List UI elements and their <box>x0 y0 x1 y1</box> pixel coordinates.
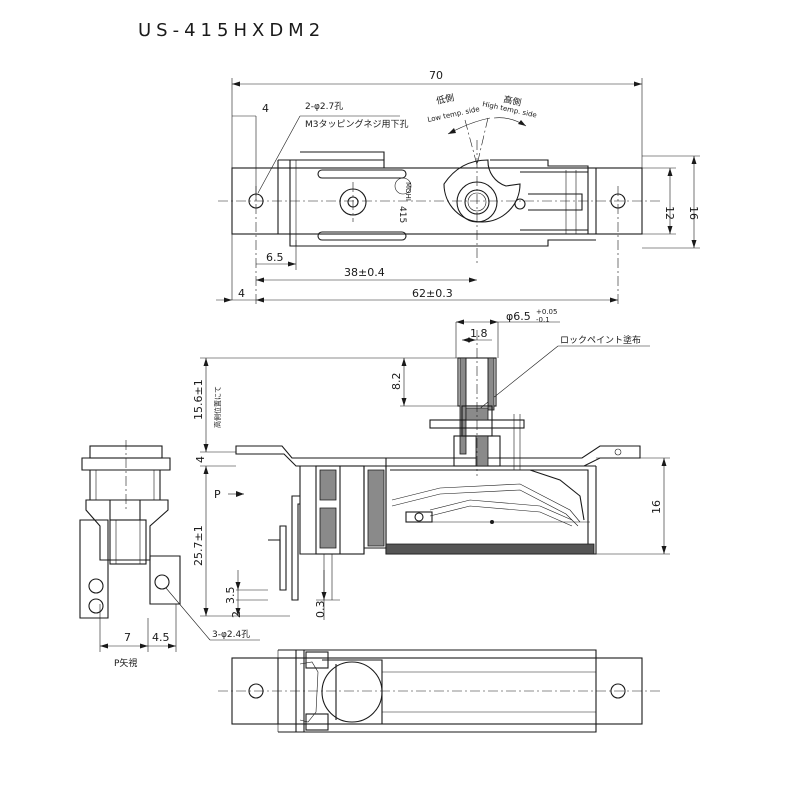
contact <box>405 511 433 523</box>
dim-shaft-diameter: φ6.5 <box>506 310 531 323</box>
p-view-left-terminal <box>79 519 109 619</box>
bottom-view <box>218 649 660 733</box>
dim-2: 2 <box>230 611 243 618</box>
dim-shaft-tol-lower: -0.1 <box>536 316 550 324</box>
dim-8-2: 8.2 <box>390 373 403 391</box>
note-at-high-side: 高側位置にて <box>213 386 222 428</box>
dim-6-5: 6.5 <box>266 251 284 264</box>
marking-logo: MOHI <box>404 182 412 201</box>
maker-logo-mark <box>394 177 412 195</box>
drawing-title: US-415HXDM2 <box>138 20 325 41</box>
marking-number: 415 <box>397 206 407 223</box>
dim-7: 7 <box>124 631 131 644</box>
dim-4-side: 4 <box>194 456 207 463</box>
dim-width-12: 12 <box>663 206 676 220</box>
dim-25-7: 25.7±1 <box>192 525 205 566</box>
outer-case <box>385 458 597 555</box>
dim-4-5: 4.5 <box>152 631 170 644</box>
dim-3-5: 3.5 <box>224 587 237 605</box>
terminal-left <box>291 495 300 601</box>
dim-overall-length: 70 <box>429 69 443 82</box>
adjusting-cam <box>443 159 521 223</box>
label-high-side-jp: 高側 <box>502 93 522 108</box>
dim-15-6: 15.6±1 <box>192 379 205 420</box>
note-lock-paint: ロックペイント塗布 <box>560 334 641 346</box>
upper-slot <box>317 169 407 179</box>
bottom-cam <box>321 661 383 723</box>
dim-shaft-tol-upper: +0.05 <box>536 308 557 316</box>
dim-16-side: 16 <box>650 500 663 514</box>
dim-62: 62±0.3 <box>412 287 453 300</box>
dim-38: 38±0.4 <box>344 266 385 279</box>
dim-hole-offset: 4 <box>262 102 269 115</box>
lower-slot <box>317 231 407 241</box>
p-view-body <box>85 499 169 561</box>
note-tapping-holes: M3タッピングネジ用下孔 <box>305 118 409 130</box>
dim-4-bottom: 4 <box>238 287 245 300</box>
top-view: 70 4 2-φ2.7孔 M3タッピングネジ用下孔 低側 Low temp. s… <box>216 69 700 306</box>
dim-1-8: 1.8 <box>470 327 488 340</box>
side-view: φ6.5 +0.05 -0.1 1.8 ロックペイント塗布 8.2 15.6±1… <box>192 308 670 620</box>
p-view-right-terminal <box>149 555 181 605</box>
mounting-plate-side <box>235 445 641 467</box>
dim-width-16: 16 <box>687 206 700 220</box>
dim-0-3: 0.3 <box>314 601 327 619</box>
bimetal-strip <box>391 483 581 523</box>
note-3-holes: 3-φ2.4孔 <box>212 629 250 640</box>
label-low-side-en: Low temp. side <box>427 105 481 124</box>
label-low-side-jp: 低側 <box>435 91 455 106</box>
note-2-holes: 2-φ2.7孔 <box>305 101 343 112</box>
view-arrow-p: P <box>214 488 221 501</box>
p-view: 7 4.5 3-φ2.4孔 P矢視 <box>79 440 260 669</box>
p-view-caption: P矢視 <box>114 657 137 669</box>
